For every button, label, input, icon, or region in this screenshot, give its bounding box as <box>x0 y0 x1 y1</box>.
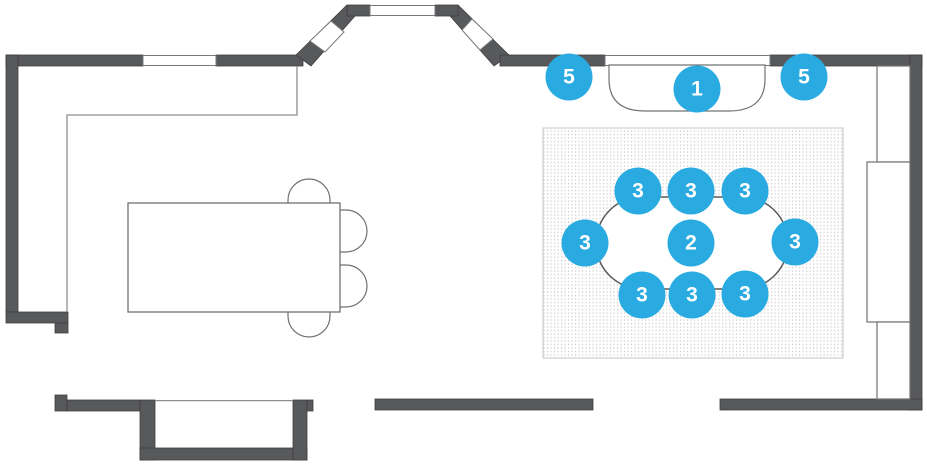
fireplace-right-leg <box>292 399 308 461</box>
chair-right-lower <box>334 264 368 308</box>
chair-bottom <box>287 306 331 338</box>
builtin-upper <box>876 65 911 163</box>
window-bay-right <box>461 18 494 51</box>
wall-left-bottom-l <box>5 311 69 324</box>
window-bay-center <box>369 5 436 16</box>
marker-3-3[interactable]: 3 <box>614 167 662 215</box>
window-bay-left <box>309 20 345 53</box>
marker-2-7[interactable]: 2 <box>667 219 715 267</box>
dining-table <box>127 202 341 313</box>
marker-3-10[interactable]: 3 <box>668 271 716 319</box>
marker-3-8[interactable]: 3 <box>771 218 819 266</box>
marker-3-6[interactable]: 3 <box>561 219 609 267</box>
marker-3-9[interactable]: 3 <box>618 271 666 319</box>
wall-bottom-middle <box>374 398 594 411</box>
right-wall-builtins <box>866 65 911 400</box>
marker-5-0[interactable]: 5 <box>545 53 593 101</box>
wall-bottom-right <box>719 398 923 411</box>
builtin-lower <box>876 321 911 400</box>
chair-right-upper <box>334 209 368 253</box>
marker-3-5[interactable]: 3 <box>721 167 769 215</box>
dining-set <box>127 178 368 338</box>
marker-5-2[interactable]: 5 <box>780 53 828 101</box>
fireplace-right-flange <box>306 399 314 412</box>
windows <box>142 5 771 66</box>
marker-3-11[interactable]: 3 <box>721 270 769 318</box>
window-top-left <box>142 55 217 66</box>
marker-1-1[interactable]: 1 <box>673 65 721 113</box>
marker-3-4[interactable]: 3 <box>667 167 715 215</box>
builtin-middle <box>866 161 911 323</box>
chair-top <box>287 178 331 209</box>
wall-left-bottom-stub <box>54 322 69 334</box>
kitchen-counter-edge <box>66 66 298 312</box>
